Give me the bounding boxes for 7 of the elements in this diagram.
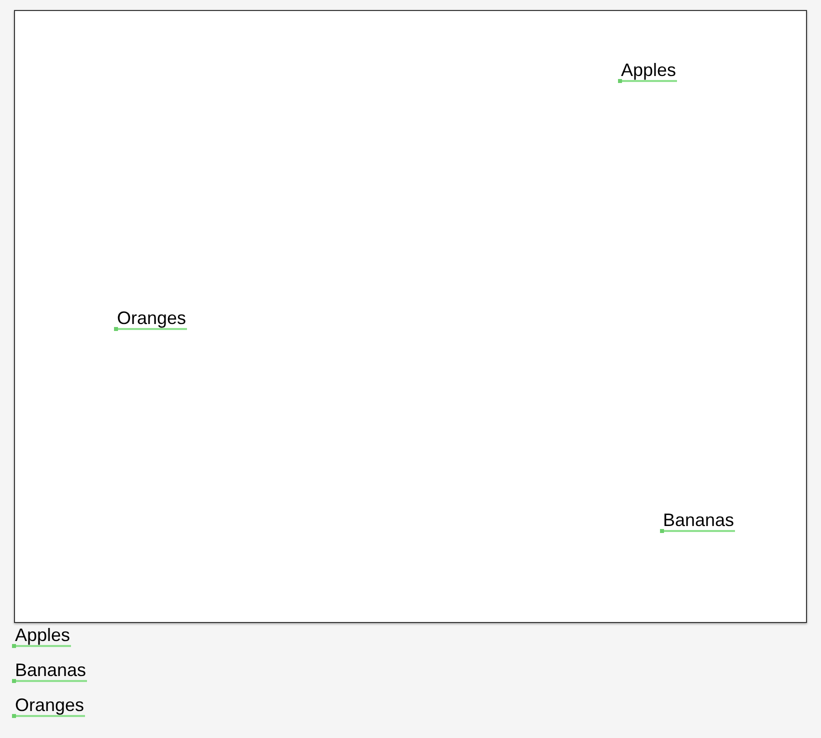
item-label: Bananas — [662, 510, 736, 532]
list-item-label: Oranges — [14, 695, 86, 717]
list-item-label: Apples — [14, 625, 72, 647]
item-label: Oranges — [116, 308, 188, 330]
canvas-panel — [14, 10, 807, 623]
list-item-label: Bananas — [14, 660, 88, 682]
item-label: Apples — [620, 60, 678, 82]
